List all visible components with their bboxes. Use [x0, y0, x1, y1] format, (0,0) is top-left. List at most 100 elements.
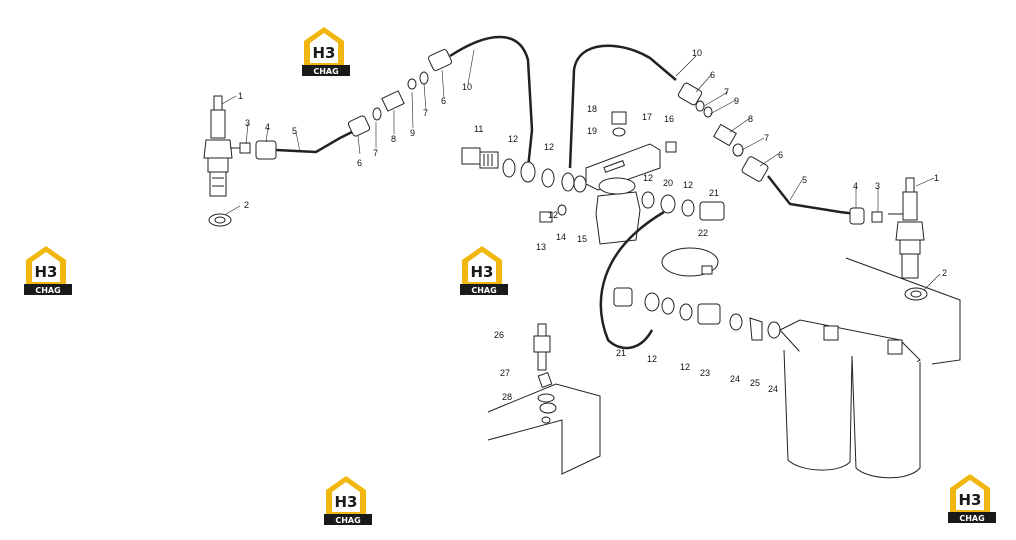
callout-13: 13 [536, 242, 546, 252]
right-nut-6 [741, 156, 769, 182]
logo-main: H3 [471, 263, 494, 281]
right-nut-6-upper [677, 82, 703, 106]
brand-logo-bottom-right: H3 CHAG [946, 472, 1000, 524]
left-fitting-3 [239, 142, 251, 154]
banjo-bolt-21-upper [699, 201, 725, 221]
callout-1-right: 1 [934, 173, 939, 183]
pipe-10-left [449, 35, 534, 169]
washer-12-lower-b [661, 297, 675, 315]
callout-28: 28 [502, 392, 512, 402]
callout-6-d: 6 [778, 150, 783, 160]
callout-10-b: 10 [692, 48, 702, 58]
callout-8-a: 8 [391, 134, 396, 144]
washer-12-c [541, 168, 555, 188]
callout-21-lower: 21 [616, 348, 626, 358]
callout-12-g: 12 [680, 362, 690, 372]
left-nut-4 [255, 140, 277, 160]
brand-logo-top: H3 CHAG [300, 25, 354, 77]
brand-logo-center: H3 CHAG [458, 244, 512, 296]
right-washer-9 [703, 106, 713, 118]
washer-19 [612, 127, 626, 137]
callout-16: 16 [664, 114, 674, 124]
brand-logo-left: H3 CHAG [22, 244, 76, 296]
nut-6-left [347, 115, 371, 137]
right-banjo-8 [713, 123, 737, 147]
callout-7-b: 7 [423, 108, 428, 118]
logo-sub: CHAG [35, 286, 60, 295]
callout-5-left: 5 [292, 126, 297, 136]
washer-12-f [641, 191, 655, 209]
callout-25: 25 [750, 378, 760, 388]
right-fitting-3 [871, 211, 883, 223]
callout-3-left: 3 [245, 118, 250, 128]
washer-14 [557, 204, 567, 216]
logo-sub: CHAG [313, 67, 338, 76]
callout-23: 23 [700, 368, 710, 378]
callout-2-left: 2 [244, 200, 249, 210]
callout-6-c: 6 [710, 70, 715, 80]
logo-main: H3 [959, 491, 982, 509]
callout-12-f: 12 [647, 354, 657, 364]
return-pipe [599, 210, 665, 350]
washer-9-left [407, 78, 417, 90]
callout-24-a: 24 [730, 374, 740, 384]
callout-17: 17 [642, 112, 652, 122]
callout-19: 19 [587, 126, 597, 136]
washer-24-a [729, 313, 743, 331]
callout-4-right: 4 [853, 181, 858, 191]
callout-14: 14 [556, 232, 566, 242]
callout-9-a: 9 [410, 128, 415, 138]
left-pipe-5 [275, 130, 353, 154]
callout-15: 15 [577, 234, 587, 244]
callout-12-b: 12 [544, 142, 554, 152]
bolt-13 [539, 211, 553, 223]
washer-24-b [767, 321, 781, 339]
washer-7-left [372, 107, 382, 121]
filter-15 [595, 177, 641, 245]
callout-5-right: 5 [802, 175, 807, 185]
callout-7-a: 7 [373, 148, 378, 158]
callout-27: 27 [500, 368, 510, 378]
washer-12-lower-c [679, 303, 693, 321]
fitting-23 [697, 303, 721, 325]
right-pipe-5 [767, 175, 857, 216]
right-washer-2 [904, 287, 928, 301]
right-injector [888, 177, 925, 279]
logo-main: H3 [313, 44, 336, 62]
bleed-screw-18 [611, 111, 627, 125]
washer-20 [660, 194, 676, 214]
washer-12-d [561, 172, 575, 192]
callout-12-d: 12 [643, 173, 653, 183]
callout-12-a: 12 [508, 134, 518, 144]
plug-16 [665, 141, 677, 153]
bracket-25 [749, 317, 763, 341]
callout-26: 26 [494, 330, 504, 340]
callout-7-c: 7 [724, 87, 729, 97]
left-injector [203, 95, 240, 197]
brand-logo-bottom: H3 CHAG [322, 474, 376, 526]
washer-12-e [573, 175, 587, 193]
callout-20: 20 [663, 178, 673, 188]
nut-6-upper [428, 49, 452, 71]
callout-4-left: 4 [265, 122, 270, 132]
callout-8-b: 8 [748, 114, 753, 124]
engine-block-left [487, 383, 601, 475]
callout-18: 18 [587, 104, 597, 114]
washer-12-a [502, 158, 516, 178]
callout-22: 22 [698, 228, 708, 238]
washer-12-lower-a [644, 292, 660, 312]
left-washer [208, 213, 232, 227]
right-nut-4 [849, 207, 865, 225]
pipe-10-right [568, 44, 677, 169]
callout-7-d: 7 [764, 133, 769, 143]
callout-2-right: 2 [942, 268, 947, 278]
callout-9-b: 9 [734, 96, 739, 106]
callout-6-b: 6 [441, 96, 446, 106]
washer-7-upper [419, 71, 429, 85]
callout-12-c: 12 [548, 210, 558, 220]
callout-11: 11 [474, 124, 483, 134]
bracket-17 [585, 143, 661, 191]
twin-filter-housing [779, 257, 961, 479]
callout-12-e: 12 [683, 180, 693, 190]
